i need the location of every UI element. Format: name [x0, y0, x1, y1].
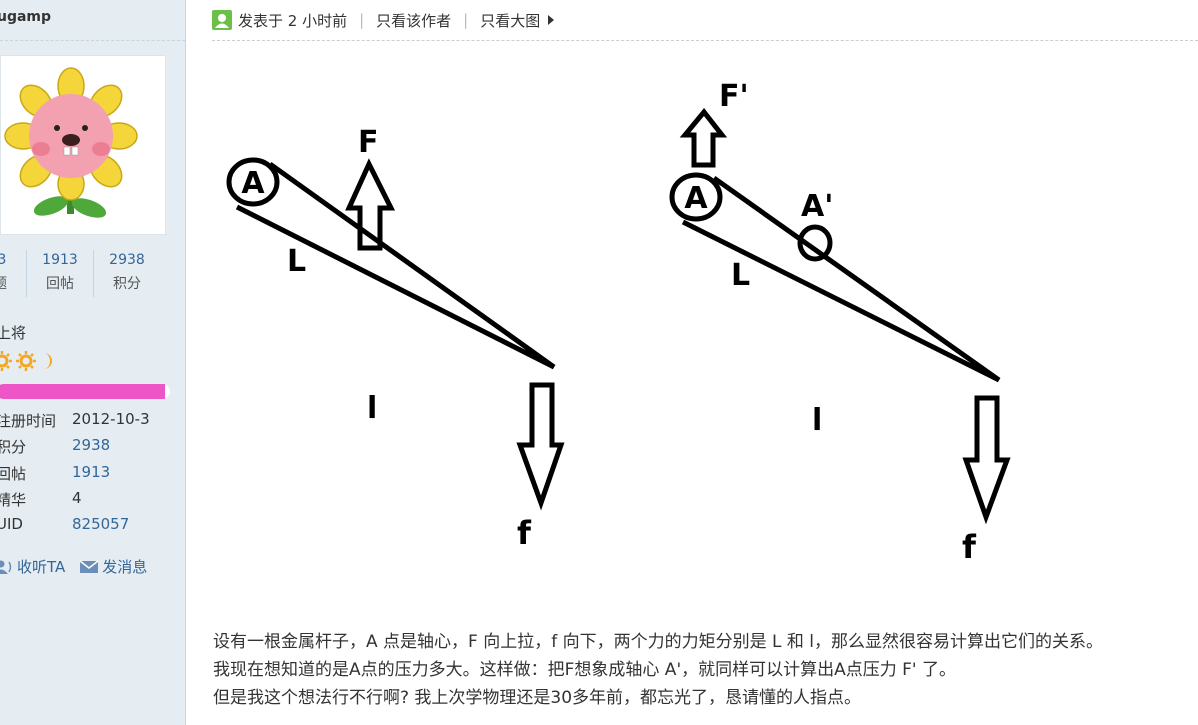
info-key: 积分 [0, 438, 27, 456]
separator: | [359, 11, 365, 29]
post-time: 发表于 2 小时前 [238, 11, 348, 30]
triangle-right-icon[interactable] [548, 15, 555, 25]
info-key: 注册时间 [0, 412, 57, 430]
force-arrow-down [962, 395, 1011, 525]
pivot-circle [226, 157, 280, 207]
info-row-replies: 回帖 1913 [0, 463, 110, 484]
rank-title: 上将 [0, 324, 27, 342]
divider [0, 40, 185, 41]
stat-topics[interactable]: 513 主题 [0, 250, 27, 297]
only-author-link[interactable]: 只看该作者 [376, 11, 452, 30]
info-value-link[interactable]: 1913 [72, 463, 111, 481]
lever-rod [235, 161, 556, 370]
rank-icons [0, 351, 56, 371]
label-F: F [358, 125, 379, 160]
info-value-link[interactable]: 2938 [72, 436, 111, 454]
sun-icon [0, 351, 12, 371]
lever-rod [681, 175, 1001, 383]
info-row-uid: UID 825057 [0, 515, 129, 533]
envelope-icon [79, 559, 99, 573]
follow-button[interactable]: 收听TA [0, 556, 65, 577]
stat-label: 积分 [113, 276, 141, 292]
post-body: 设有一根金属杆子，A 点是轴心，F 向上拉，f 向下，两个力的力矩分别是 L 和… [213, 628, 1198, 712]
force-arrow-up [679, 108, 728, 168]
info-key: 回帖 [0, 465, 27, 483]
info-row-points: 积分 2938 [0, 436, 110, 457]
info-key: 精华 [0, 491, 27, 509]
only-big-image-link[interactable]: 只看大图 [480, 11, 541, 30]
author-actions: 收听TA 发消息 [0, 556, 147, 577]
stat-points[interactable]: 2938 积分 [94, 250, 160, 297]
label-A: A [684, 181, 708, 216]
post-paragraph: 但是我这个想法行不行啊? 我上次学物理还是30多年前，都忘光了，恳请懂的人指点。 [213, 688, 862, 708]
label-F-prime: F' [719, 79, 749, 114]
stat-value: 513 [0, 250, 26, 271]
label-L: L [287, 244, 306, 279]
pivot-circle-secondary [797, 224, 833, 262]
sunflower-avatar-image [4, 67, 138, 218]
post-paragraph: 我现在想知道的是A点的压力多大。这样做：把F想象成轴心 A'，就同样可以计算出A… [213, 660, 957, 680]
label-A-prime: A' [801, 189, 833, 224]
stat-value: 1913 [42, 252, 78, 268]
label-l: l [812, 403, 822, 438]
info-value-link[interactable]: 825057 [72, 515, 130, 533]
pivot-circle [669, 172, 723, 222]
post-header: 发表于 2 小时前 | 只看该作者 | 只看大图 [212, 0, 1198, 41]
rank-progress-bar [0, 384, 170, 399]
post-paragraph: 设有一根金属杆子，A 点是轴心，F 向上拉，f 向下，两个力的力矩分别是 L 和… [213, 632, 1104, 652]
info-row-digest: 精华 4 [0, 489, 82, 510]
message-button[interactable]: 发消息 [79, 556, 147, 577]
label-A: A [241, 166, 265, 201]
stat-replies[interactable]: 1913 回帖 [27, 250, 94, 297]
info-key: UID [0, 515, 23, 533]
info-value: 2012-10-3 [72, 410, 150, 428]
author-stats: 513 主题 1913 回帖 2938 积分 [0, 250, 160, 297]
author-sidebar: ugamp [0, 0, 186, 725]
label-L: L [731, 258, 750, 293]
label-f: f [517, 514, 532, 552]
lever-diagram-image: A F L l f A F' A' L l f [226, 79, 1011, 566]
force-arrow-up [345, 158, 396, 251]
moon-icon [44, 353, 52, 369]
author-name[interactable]: ugamp [0, 9, 52, 25]
sun-icon [16, 351, 36, 371]
separator: | [463, 11, 469, 29]
stat-label: 主题 [0, 271, 26, 297]
follow-label: 收听TA [17, 558, 66, 576]
user-online-icon [212, 10, 232, 30]
avatar[interactable] [0, 55, 166, 235]
force-arrow-down [516, 382, 565, 511]
label-l: l [367, 391, 377, 426]
stat-label: 回帖 [46, 276, 74, 292]
info-row-regdate: 注册时间 2012-10-3 [0, 410, 150, 431]
info-value: 4 [72, 489, 82, 507]
stat-value: 2938 [109, 252, 145, 268]
label-f: f [962, 528, 977, 566]
rank-progress-fill [0, 384, 165, 399]
follow-icon [0, 560, 12, 574]
message-label: 发消息 [102, 558, 148, 576]
